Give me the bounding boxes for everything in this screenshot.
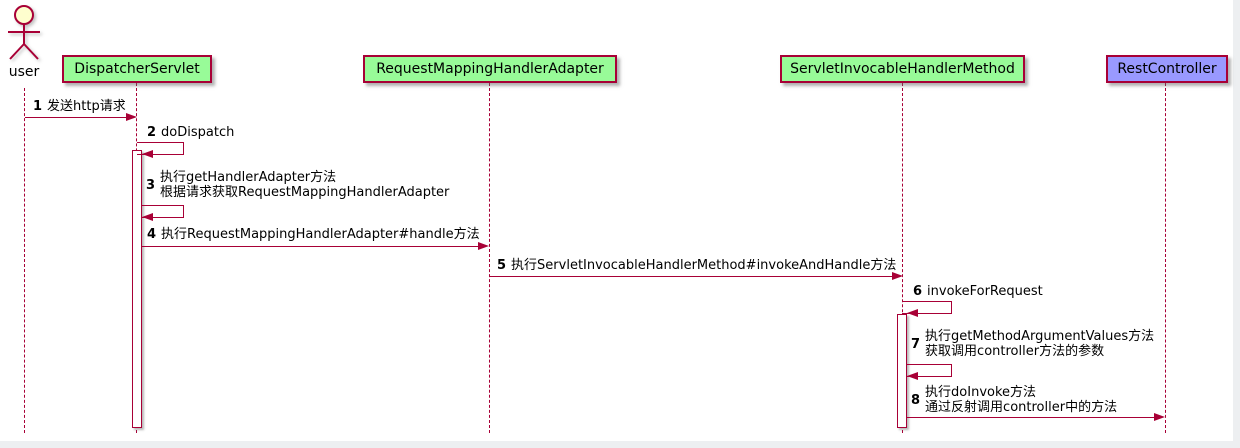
message-5-label: 5 执行ServletInvocableHandlerMethod#invokeA…: [497, 258, 896, 274]
message-text: invokeForRequest: [927, 284, 1043, 299]
message-number: 6: [913, 284, 923, 299]
message-2-self-arrow: [137, 142, 184, 155]
participant-servletinvocablehandlermethod: ServletInvocableHandlerMethod: [780, 55, 1025, 83]
message-text: 执行ServletInvocableHandlerMethod#invokeAn…: [511, 258, 897, 273]
message-text: 执行getMethodArgumentValues方法: [925, 329, 1155, 344]
message-text: 执行RequestMappingHandlerAdapter#handle方法: [161, 227, 480, 242]
message-number: 4: [147, 227, 157, 242]
message-8-arrow: [906, 417, 1155, 418]
message-8-arrowhead-icon: [1154, 413, 1165, 421]
message-text: 根据请求获取RequestMappingHandlerAdapter: [160, 185, 450, 200]
actor-label: user: [8, 64, 40, 80]
message-3-label: 3 执行getHandlerAdapter方法 根据请求获取RequestMap…: [146, 170, 449, 200]
message-6-self-arrow: [902, 301, 952, 314]
message-text: 发送http请求: [47, 99, 126, 114]
participant-label: DispatcherServlet: [74, 61, 200, 77]
message-3-self-arrow: [141, 205, 184, 218]
message-text: 执行getHandlerAdapter方法: [160, 170, 337, 185]
message-7-arrowhead-icon: [907, 372, 918, 380]
message-5-arrow: [490, 276, 893, 277]
participant-dispatcherservlet: DispatcherServlet: [62, 55, 212, 83]
message-2-arrowhead-icon: [142, 150, 153, 158]
message-3-arrowhead-icon: [142, 213, 153, 221]
message-number: 8: [911, 392, 921, 408]
message-6-arrowhead-icon: [907, 309, 918, 317]
activation-bar-dispatcherservlet: [132, 150, 142, 428]
participant-restcontroller: RestController: [1106, 55, 1228, 83]
message-text: 获取调用controller方法的参数: [925, 344, 1105, 359]
message-1-label: 1 发送http请求: [33, 99, 126, 115]
message-4-arrowhead-icon: [478, 242, 489, 250]
message-4-label: 4 执行RequestMappingHandlerAdapter#handle方法: [147, 227, 480, 243]
participant-label: RestController: [1117, 61, 1217, 77]
actor-user-icon: [8, 5, 40, 60]
message-1-arrow: [25, 117, 126, 118]
lifeline-user: [24, 88, 25, 433]
message-number: 5: [497, 258, 507, 273]
message-4-arrow: [142, 246, 479, 247]
message-number: 7: [911, 336, 921, 352]
message-text: 通过反射调用controller中的方法: [925, 400, 1118, 415]
participant-requestmappinghandleradapter: RequestMappingHandlerAdapter: [363, 55, 617, 83]
message-8-label: 8 执行doInvoke方法 通过反射调用controller中的方法: [911, 385, 1117, 415]
message-7-self-arrow: [906, 364, 952, 377]
message-2-label: 2 doDispatch: [147, 125, 234, 141]
participant-label: ServletInvocableHandlerMethod: [790, 61, 1015, 77]
message-number: 2: [147, 125, 157, 140]
message-5-arrowhead-icon: [892, 272, 903, 280]
lifeline-restcontroller: [1165, 83, 1166, 433]
message-6-label: 6 invokeForRequest: [913, 284, 1043, 300]
activation-bar-servletinvocablehandlermethod: [897, 314, 907, 428]
message-7-label: 7 执行getMethodArgumentValues方法 获取调用contro…: [911, 329, 1154, 359]
participant-label: RequestMappingHandlerAdapter: [376, 61, 604, 77]
message-1-arrowhead-icon: [126, 113, 137, 121]
sequence-diagram: user DispatcherServlet RequestMappingHan…: [0, 0, 1233, 441]
lifeline-requestmappinghandleradapter: [489, 83, 490, 433]
lifeline-servletinvocablehandlermethod: [902, 83, 903, 433]
message-number: 1: [33, 99, 43, 114]
message-text: doDispatch: [161, 125, 235, 140]
message-number: 3: [146, 177, 156, 193]
message-text: 执行doInvoke方法: [925, 385, 1037, 400]
